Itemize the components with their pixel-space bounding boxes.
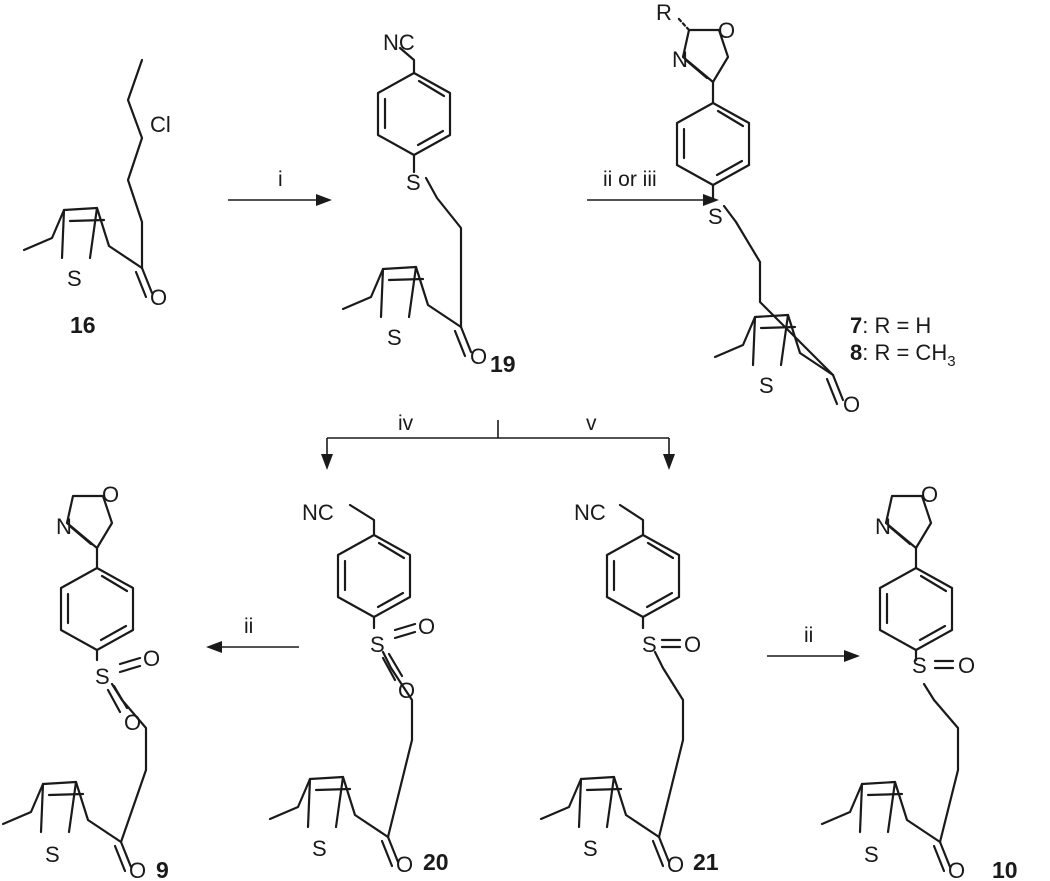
compound-16-structure: Cl S O — [22, 58, 171, 310]
compound-label-16: 16 — [70, 312, 96, 338]
sulfur-atom-label: S — [406, 170, 421, 195]
oxygen-atom-label: O — [396, 852, 413, 877]
legend-compound-8: 8: R = CH3 — [850, 340, 956, 370]
compound-10-structure: O N S O S O — [820, 482, 975, 881]
oxygen-atom-label: O — [948, 858, 965, 881]
compound-label-10: 10 — [992, 857, 1018, 881]
arrow-step-ii-to-10 — [767, 650, 860, 662]
nitrogen-atom-label: N — [672, 47, 688, 72]
sulfur-atom-label: S — [759, 373, 774, 398]
compound-20-structure: NC S O O S O — [268, 500, 435, 877]
compound-21-structure: NC S O S O — [539, 500, 701, 877]
reagent-label-ii-left: ii — [244, 615, 253, 638]
sulfur-atom-label: S — [912, 653, 927, 678]
compound-19-structure: NC S S O — [341, 30, 487, 369]
oxygen-atom-label: O — [398, 678, 415, 703]
oxygen-atom-label: O — [958, 653, 975, 678]
compound-label-9: 9 — [156, 857, 169, 881]
nitrile-label: NC — [574, 500, 606, 525]
sulfur-atom-label: S — [583, 836, 598, 861]
sulfur-atom-label: S — [387, 325, 402, 350]
r-group-label: R — [656, 0, 672, 25]
oxygen-atom-label: O — [470, 344, 487, 369]
sulfur-atom-label: S — [95, 664, 110, 689]
nitrile-label: NC — [302, 500, 334, 525]
reagent-label-ii-right: ii — [804, 624, 813, 647]
sulfur-atom-label: S — [45, 842, 60, 867]
oxygen-atom-label: O — [143, 646, 160, 671]
oxygen-atom-label: O — [684, 632, 701, 657]
arrow-step-ii-to-9 — [206, 641, 299, 653]
oxygen-atom-label: O — [418, 614, 435, 639]
nitrogen-atom-label: N — [56, 514, 72, 539]
oxygen-atom-label: O — [129, 858, 146, 881]
sulfur-atom-label: S — [864, 842, 879, 867]
chlorine-atom-label: Cl — [150, 112, 171, 137]
sulfur-atom-label: S — [370, 632, 385, 657]
compound-label-20: 20 — [423, 849, 449, 875]
oxygen-atom-label: O — [843, 392, 860, 417]
oxygen-atom-label: O — [718, 18, 735, 43]
sulfur-atom-label: S — [642, 632, 657, 657]
sulfur-atom-label: S — [708, 204, 723, 229]
arrow-step-i — [228, 194, 332, 206]
compound-label-21: 21 — [693, 849, 719, 875]
arrow-step-iv-v-branch — [321, 420, 675, 470]
legend-compound-7: 7: R = H — [850, 313, 931, 338]
reagent-label-iv: iv — [398, 412, 414, 435]
sulfur-atom-label: S — [67, 266, 82, 291]
nitrogen-atom-label: N — [875, 514, 891, 539]
oxygen-atom-label: O — [921, 482, 938, 507]
oxygen-atom-label: O — [667, 852, 684, 877]
compound-label-19: 19 — [490, 351, 516, 377]
reagent-label-ii-or-iii: ii or iii — [603, 168, 657, 191]
reagent-label-i: i — [278, 168, 283, 191]
oxygen-atom-label: O — [150, 285, 167, 310]
arrow-step-ii-or-iii — [587, 194, 719, 206]
compound-9-structure: O N S O O S O — [1, 482, 160, 881]
reagent-label-v: v — [586, 412, 597, 435]
oxygen-atom-label: O — [124, 710, 141, 735]
sulfur-atom-label: S — [312, 836, 327, 861]
compound-7-8-structure: R O N S S O — [656, 0, 860, 417]
oxygen-atom-label: O — [102, 482, 119, 507]
nitrile-label: NC — [383, 30, 415, 55]
